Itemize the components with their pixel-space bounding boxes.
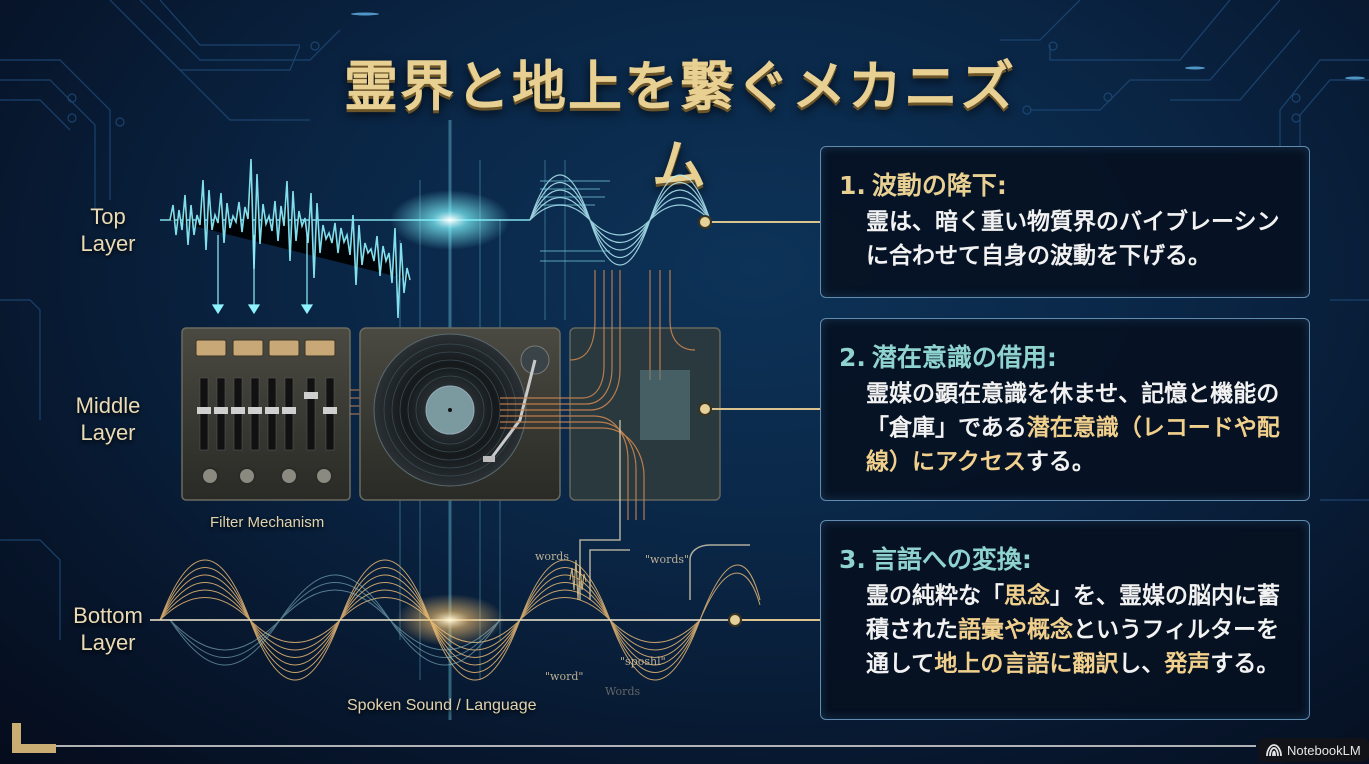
connector-dot-2 (698, 402, 712, 416)
floating-word-3: "word" (545, 670, 583, 683)
floating-word-4: "sposhl" (620, 655, 666, 668)
step-card-2: 2.潜在意識の借用: 霊媒の顕在意識を休ませ、記憶と機能の「倉庫」である潜在意識… (820, 318, 1310, 501)
body-highlight: 発声 (1164, 651, 1211, 677)
body-text: 」を、霊媒の脳内に蓄積された (866, 583, 1280, 643)
step-card-3-body: 霊の純粋な「思念」を、霊媒の脳内に蓄積された語彙や概念というフィルターを通して地… (839, 579, 1291, 681)
step-heading-text: 潜在意識の借用: (871, 343, 1057, 372)
step-card-1-body: 霊は、暗く重い物質界のバイブレーシンに合わせて自身の波動を下げる。 (839, 205, 1291, 273)
step-number: 3. (839, 545, 866, 574)
notebooklm-icon (1266, 744, 1282, 756)
spoken-sound-caption: Spoken Sound / Language (347, 697, 537, 714)
corner-bracket-icon (12, 723, 56, 753)
body-highlight: 思念 (1004, 583, 1050, 609)
step-card-2-heading: 2.潜在意識の借用: (839, 341, 1291, 375)
body-text: する。 (1025, 449, 1095, 475)
step-card-1-heading: 1.波動の降下: (839, 169, 1291, 203)
connector-dot-3 (728, 613, 742, 627)
step-card-3-heading: 3.言語への変換: (839, 543, 1291, 577)
step-number: 1. (839, 171, 866, 200)
step-number: 2. (839, 343, 866, 372)
connector-line-2 (705, 408, 821, 410)
body-text: 霊は、暗く重い物質界のバイブレーシンに合わせて自身の波動を下げる。 (866, 209, 1280, 269)
layer-label-top-line1: Top (90, 204, 126, 229)
step-card-3: 3.言語への変換: 霊の純粋な「思念」を、霊媒の脳内に蓄積された語彙や概念という… (820, 520, 1310, 720)
step-heading-text: 言語への変換: (871, 545, 1032, 574)
layer-label-bottom: Bottom Layer (58, 602, 158, 656)
layer-label-top-line2: Layer (80, 231, 136, 256)
connector-line-3 (735, 619, 821, 621)
layer-label-bottom-line2: Layer (80, 630, 136, 655)
filter-mechanism-caption: Filter Mechanism (210, 514, 325, 531)
body-text: 霊媒の顕在意識を休ませ、記憶と機能の「倉庫」である (866, 381, 1280, 441)
floating-word-2: "words" (645, 553, 689, 566)
connector-line-1 (705, 221, 821, 223)
layer-label-top: Top Layer (58, 203, 158, 257)
body-highlight: 潜在意識（レコードや配線）にアクセス (866, 415, 1280, 475)
body-text: というフィルターを通して (866, 617, 1280, 677)
page-title: 霊界と地上を繋ぐメカニズム (344, 55, 1016, 197)
layer-label-middle-line1: Middle (75, 393, 141, 418)
step-heading-text: 波動の降下: (871, 171, 1007, 200)
layer-label-middle: Middle Layer (58, 392, 158, 446)
body-text: する。 (1210, 651, 1280, 677)
floating-word-1: words (535, 550, 569, 563)
connector-dot-1 (698, 215, 712, 229)
body-highlight: 語彙や概念 (958, 617, 1073, 643)
floating-word-5: Words (605, 685, 640, 698)
body-text: 霊の純粋な「 (866, 583, 1004, 609)
step-card-1: 1.波動の降下: 霊は、暗く重い物質界のバイブレーシンに合わせて自身の波動を下げ… (820, 146, 1310, 298)
bottom-divider (56, 745, 1256, 747)
layer-label-middle-line2: Layer (80, 420, 136, 445)
step-card-2-body: 霊媒の顕在意識を休ませ、記憶と機能の「倉庫」である潜在意識（レコードや配線）にア… (839, 377, 1291, 479)
layer-label-bottom-line1: Bottom (73, 603, 143, 628)
mechanism-illustration: words "words" "word" "sposhl" Words (150, 120, 761, 720)
body-text: し、 (1118, 651, 1165, 677)
notebooklm-label: NotebookLM (1287, 742, 1361, 758)
body-highlight: 地上の言語に翻訳 (934, 651, 1119, 677)
notebooklm-watermark: NotebookLM (1258, 738, 1369, 762)
